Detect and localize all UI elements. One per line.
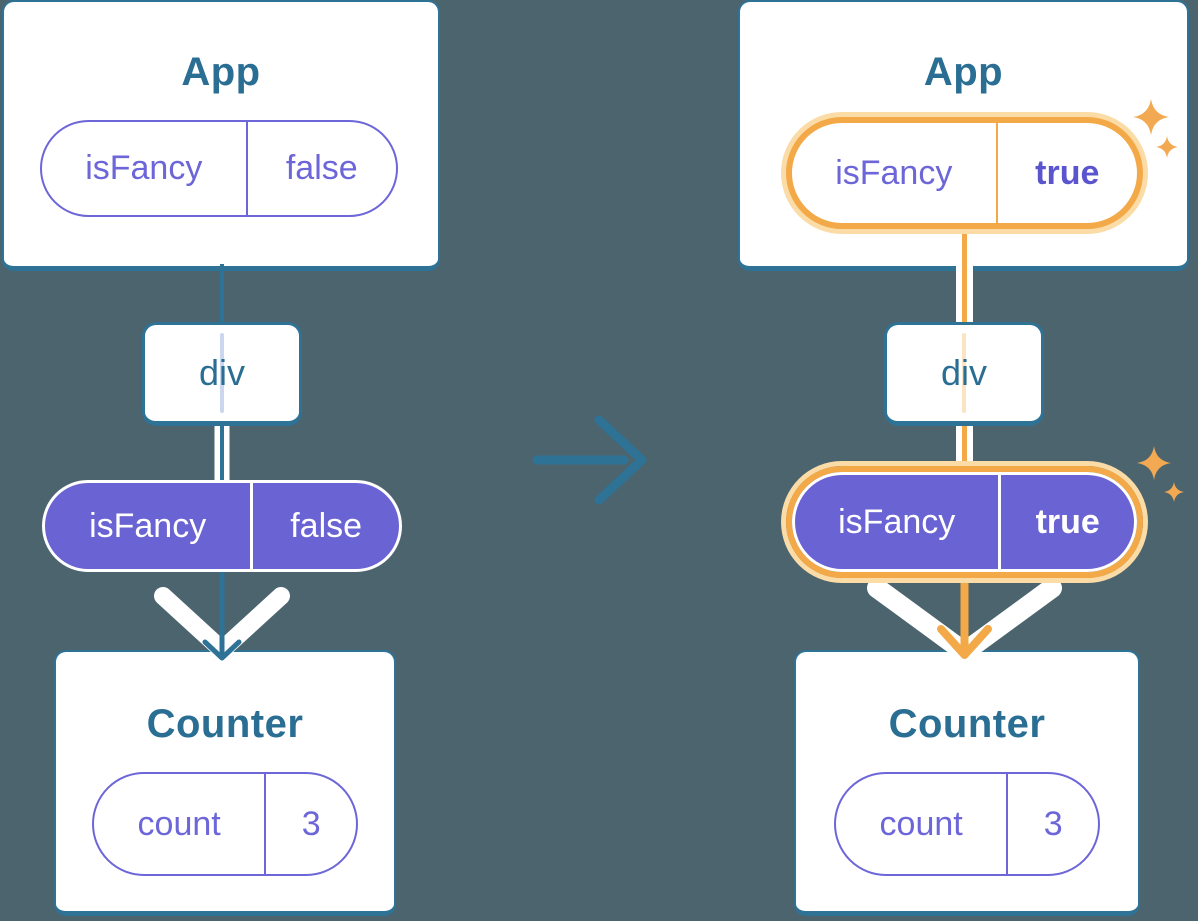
- prop-flow-pipe: [214, 418, 230, 486]
- state-pill-name: count: [94, 774, 267, 874]
- sparkle-icon: [1164, 482, 1184, 502]
- app-title: App: [181, 50, 261, 94]
- app-title: App: [923, 50, 1004, 94]
- prop-pill-value: true: [1035, 153, 1100, 192]
- passed-prop-pill-value: true: [1035, 502, 1100, 541]
- prop-flow-arrow: [202, 567, 242, 661]
- transition-arrow-icon: [532, 415, 647, 505]
- app-card: App isFancy false: [2, 0, 440, 271]
- state-pill-name: count: [836, 774, 1009, 874]
- passed-prop-pill-name: isFancy: [795, 475, 1002, 569]
- prop-flow-arrow: [937, 572, 992, 659]
- passed-prop-pill-name: isFancy: [45, 483, 254, 569]
- prop-pill-name: isFancy: [42, 122, 248, 215]
- counter-title: Counter: [888, 702, 1046, 746]
- counter-title: Counter: [146, 702, 304, 746]
- prop-pill-value: false: [285, 149, 358, 187]
- prop-pass-chevron: [867, 578, 1062, 662]
- state-pill-value: 3: [1043, 804, 1063, 843]
- state-pill: count 3: [834, 772, 1100, 876]
- prop-pass-chevron: [154, 587, 290, 659]
- state-pill-value: 3: [301, 804, 321, 843]
- div-node-label: div: [198, 352, 246, 393]
- passed-prop-pill: isFancy true: [792, 472, 1137, 572]
- passed-prop-pill: isFancy false: [42, 480, 402, 572]
- counter-card: Counter count 3: [794, 650, 1140, 916]
- prop-flow-ghost-line: [220, 333, 224, 413]
- div-node: div: [142, 322, 302, 426]
- highlight-ring: isFancy true: [786, 117, 1143, 229]
- div-node-label: div: [940, 352, 988, 393]
- prop-pill: isFancy false: [40, 120, 398, 217]
- prop-pill-name: isFancy: [792, 123, 998, 223]
- prop-flow-ghost-line: [962, 333, 966, 413]
- sparkle-icon: [1137, 446, 1171, 480]
- passed-prop-pill-value: false: [290, 506, 363, 545]
- prop-pill: isFancy true: [792, 123, 1137, 223]
- div-node: div: [884, 322, 1044, 426]
- highlight-ring: isFancy true: [786, 466, 1143, 578]
- state-pill: count 3: [92, 772, 358, 876]
- counter-card: Counter count 3: [54, 650, 396, 916]
